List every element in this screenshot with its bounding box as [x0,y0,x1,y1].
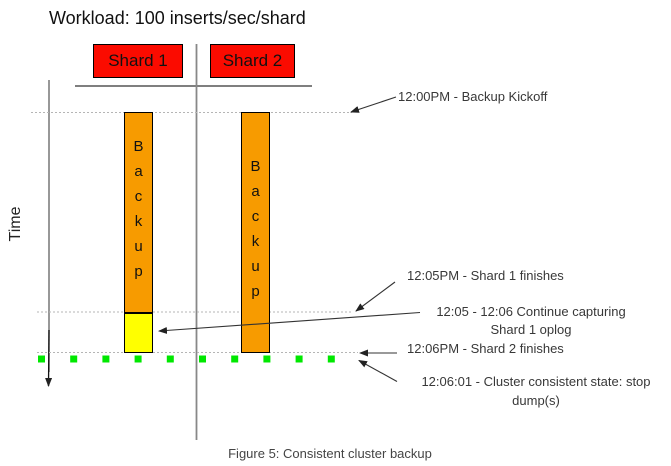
annotation-consistent-state: 12:06:01 - Cluster consistent state: sto… [421,374,651,408]
shard1-backup-bar: Backup [124,112,153,313]
shard1-backup-bar-label: Backup [130,137,147,288]
annotation-kickoff: 12:00PM - Backup Kickoff [398,89,548,104]
shard1-oplog-capture-segment [124,313,153,353]
oplog-capture-arrow [158,311,421,334]
consistent-state-arrow [358,360,398,382]
shard1-header-label: Shard 1 [108,51,168,70]
time-axis-arrow [45,329,53,387]
shard2-header-box: Shard 2 [210,44,295,78]
shard1-finish-arrow [355,281,396,312]
time-axis-label: Time [7,206,24,242]
shard1-header-box: Shard 1 [93,44,183,78]
kickoff-arrow [350,96,397,113]
annotation-shard1-finish: 12:05PM - Shard 1 finishes [407,268,564,283]
shard2-backup-bar: Backup [241,112,270,353]
diagram-title: Workload: 100 inserts/sec/shard [49,8,306,28]
shard2-backup-bar-label: Backup [247,157,264,308]
annotation-shard2-finish: 12:06PM - Shard 2 finishes [407,341,564,356]
figure-caption: Figure 5: Consistent cluster backup [228,446,432,461]
shard2-header-label: Shard 2 [222,51,283,70]
annotation-oplog-capture: 12:05 - 12:06 Continue capturing Shard 1… [436,304,626,337]
